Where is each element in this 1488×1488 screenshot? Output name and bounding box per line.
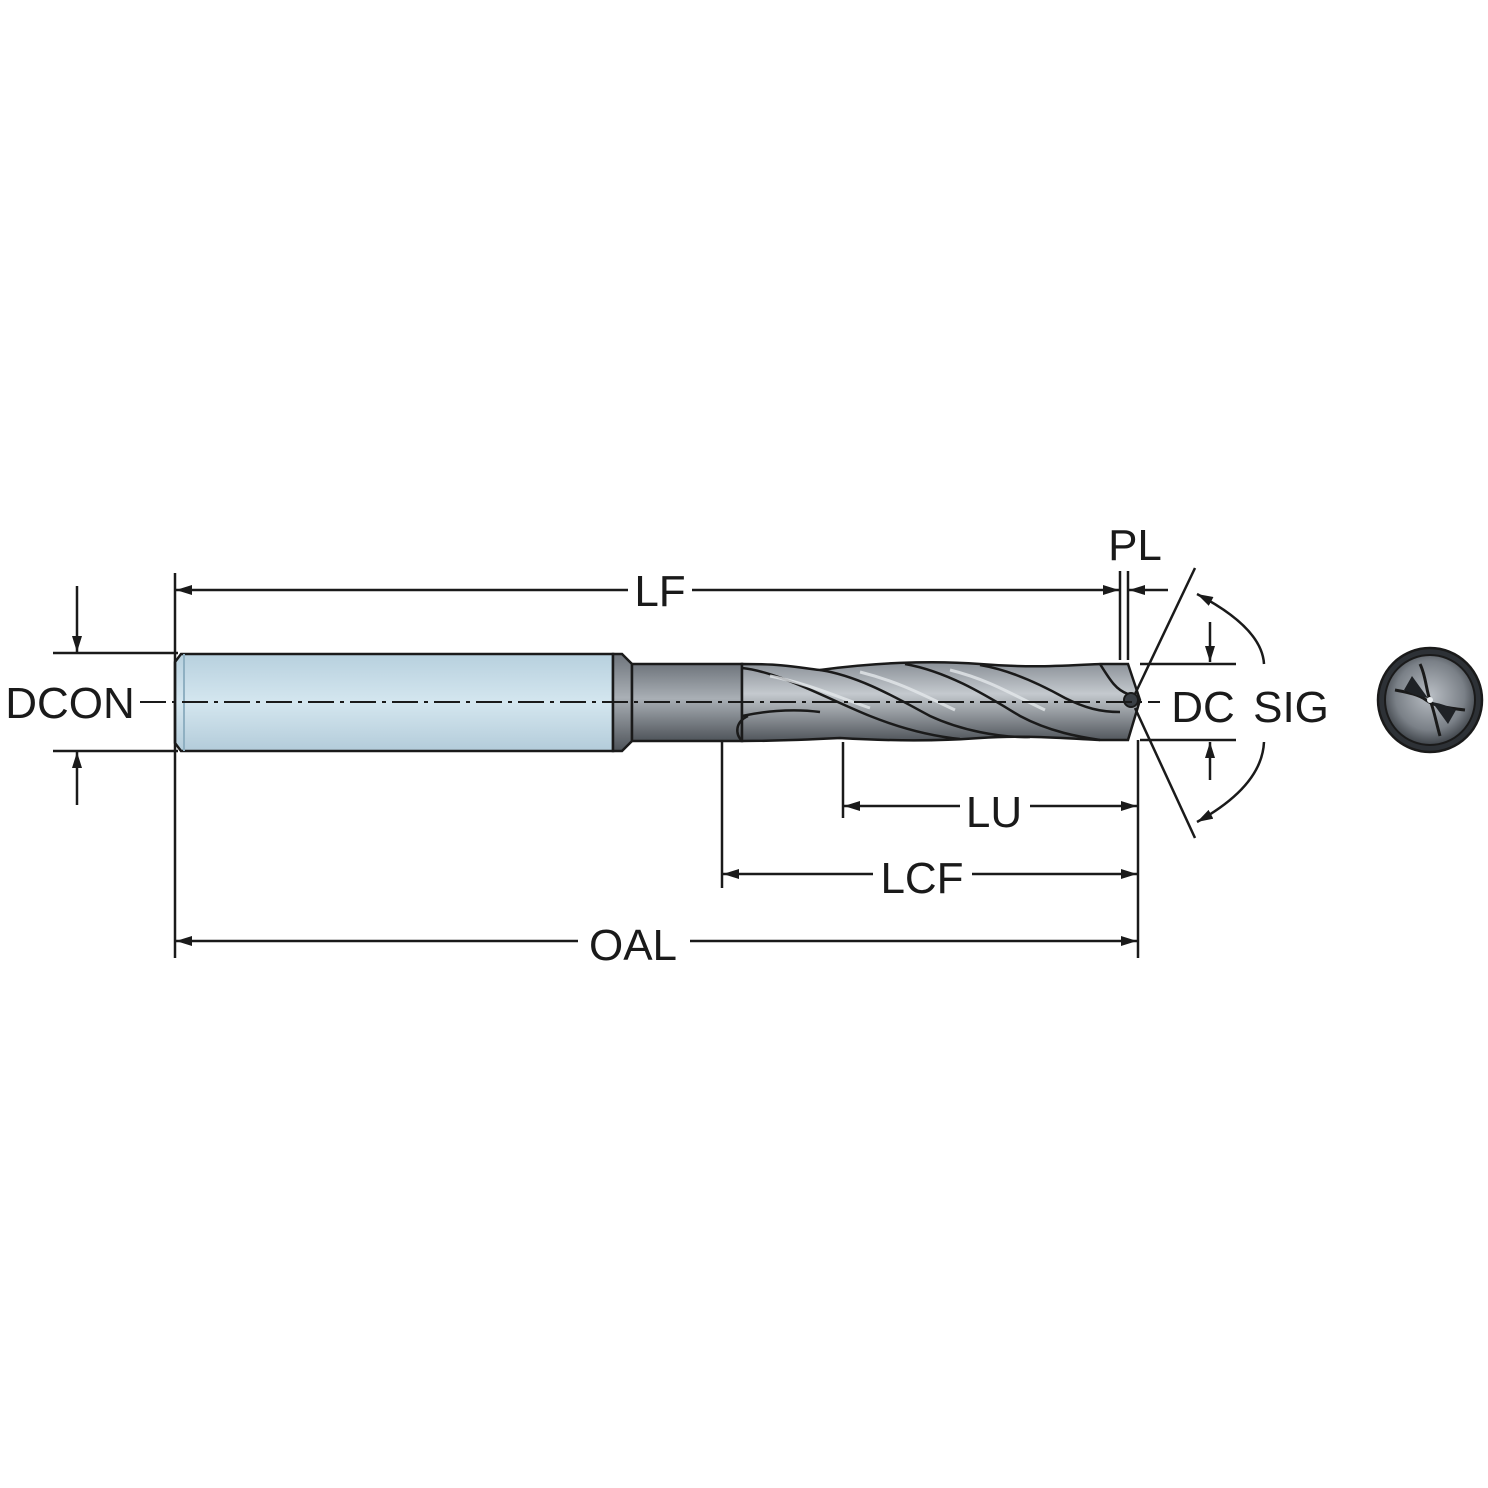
dim-oal: OAL <box>176 921 1137 970</box>
label-dcon: DCON <box>5 679 135 728</box>
dim-lf: LF <box>176 567 1119 616</box>
extension-lines <box>53 567 1236 958</box>
label-dc: DC <box>1171 683 1235 732</box>
dim-dc: DC <box>1171 622 1235 780</box>
drill-body <box>173 652 1142 753</box>
dim-pl: PL <box>1108 521 1168 595</box>
end-view <box>1376 646 1484 754</box>
end-view-center <box>1427 697 1433 703</box>
dim-lcf: LCF <box>723 854 1137 903</box>
label-lf: LF <box>634 567 685 616</box>
dim-sig: SIG <box>1196 592 1329 824</box>
label-lu: LU <box>966 788 1022 837</box>
dim-lu: LU <box>844 788 1137 837</box>
drill-point <box>1123 692 1139 708</box>
dim-dcon: DCON <box>5 586 135 805</box>
label-sig: SIG <box>1253 683 1329 732</box>
flute-highlights <box>769 668 1046 712</box>
label-pl: PL <box>1108 521 1162 570</box>
label-oal: OAL <box>589 921 677 970</box>
label-lcf: LCF <box>880 854 963 903</box>
